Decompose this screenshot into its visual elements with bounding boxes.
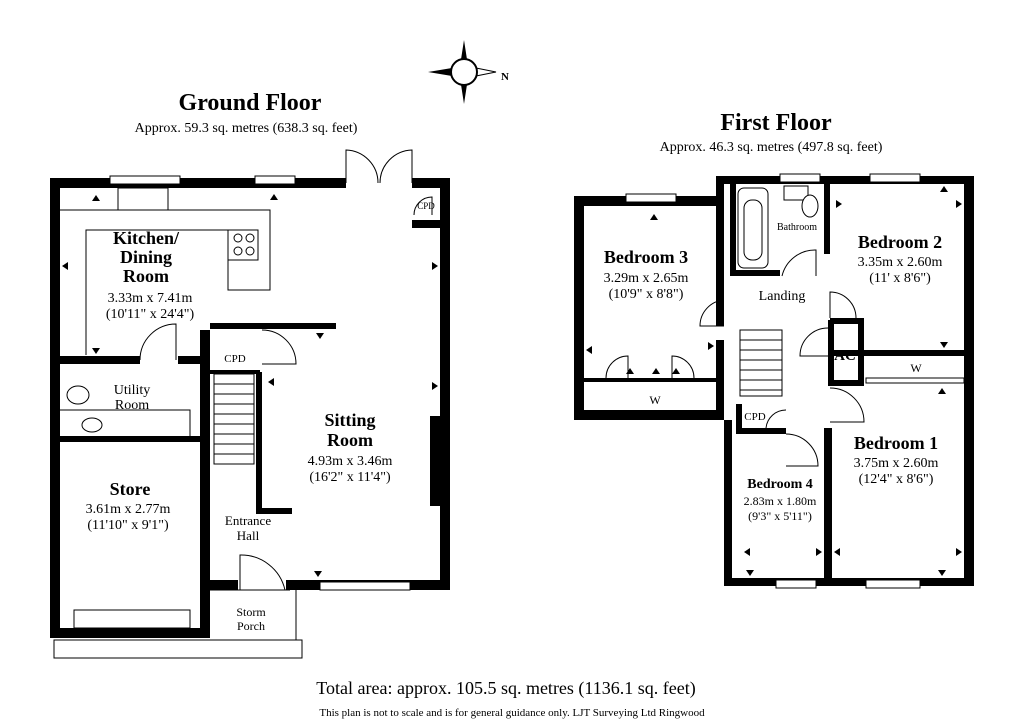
sitting-cupboard-label: CPD xyxy=(417,201,435,211)
storm-porch-label: Storm Porch xyxy=(236,605,266,633)
svg-text:(10'9" x 8'8"): (10'9" x 8'8") xyxy=(609,287,684,302)
bathroom-fixtures xyxy=(737,185,819,269)
svg-text:Hall: Hall xyxy=(237,528,260,543)
svg-text:3.35m x 2.60m: 3.35m x 2.60m xyxy=(858,255,943,270)
bedroom-4-label: Bedroom 4 2.83m x 1.80m (9'3" x 5'11") xyxy=(744,477,817,523)
bathroom-label: Bathroom xyxy=(777,222,817,233)
svg-text:Kitchen/: Kitchen/ xyxy=(113,228,180,248)
svg-text:Room: Room xyxy=(123,266,169,286)
bedroom-3-label: Bedroom 3 3.29m x 2.65m (10'9" x 8'8") xyxy=(604,247,689,302)
ground-floor-windows xyxy=(73,175,411,629)
ground-floor-area: Approx. 59.3 sq. metres (638.3 sq. feet) xyxy=(135,121,358,136)
svg-text:3.33m x 7.41m: 3.33m x 7.41m xyxy=(108,291,193,306)
toilet-icon xyxy=(66,385,90,405)
svg-text:(9'3" x 5'11"): (9'3" x 5'11") xyxy=(748,509,812,523)
bedroom-2-label: Bedroom 2 3.35m x 2.60m (11' x 8'6") xyxy=(858,232,943,286)
bedroom-1-wardrobe-label: W xyxy=(910,361,922,375)
sitting-room-label: Sitting Room 4.93m x 3.46m (16'2" x 11'4… xyxy=(308,410,393,485)
store-label: Store 3.61m x 2.77m (11'10" x 9'1") xyxy=(86,479,171,533)
svg-text:Storm: Storm xyxy=(236,605,266,619)
svg-text:Store: Store xyxy=(110,479,151,499)
basin-icon xyxy=(783,185,809,201)
bedroom-3-wardrobe-label: W xyxy=(649,393,661,407)
svg-text:(11' x 8'6"): (11' x 8'6") xyxy=(869,271,931,286)
svg-text:Porch: Porch xyxy=(237,619,265,633)
sink-icon xyxy=(117,187,169,211)
svg-text:(11'10" x 9'1"): (11'10" x 9'1") xyxy=(87,518,169,533)
kitchen-label: Kitchen/ Dining Room 3.33m x 7.41m (10'1… xyxy=(106,228,195,322)
svg-text:Bedroom 3: Bedroom 3 xyxy=(604,247,688,267)
first-floor-windows xyxy=(625,173,965,589)
first-stairs xyxy=(739,329,783,397)
svg-text:Utility: Utility xyxy=(114,383,151,398)
svg-text:3.29m x 2.65m: 3.29m x 2.65m xyxy=(604,271,689,286)
compass-north-label: N xyxy=(501,71,509,83)
svg-text:Bedroom 1: Bedroom 1 xyxy=(854,433,938,453)
hob-icon xyxy=(227,229,259,261)
toilet-icon xyxy=(801,194,819,218)
compass-rose-icon: N xyxy=(428,40,509,104)
svg-text:(16'2" x 11'4"): (16'2" x 11'4") xyxy=(309,470,391,485)
hall-cupboard-label: CPD xyxy=(224,353,245,365)
kitchen-worktop xyxy=(60,187,271,355)
svg-text:Entrance: Entrance xyxy=(225,513,271,528)
entrance-hall-label: Entrance Hall xyxy=(225,513,271,543)
first-floor-area: Approx. 46.3 sq. metres (497.8 sq. feet) xyxy=(660,140,883,155)
bedroom-1-label: Bedroom 1 3.75m x 2.60m (12'4" x 8'6") xyxy=(854,433,939,487)
svg-text:Dining: Dining xyxy=(120,247,172,267)
ground-stairs xyxy=(213,373,255,465)
first-doors xyxy=(605,249,865,467)
svg-text:Bedroom 2: Bedroom 2 xyxy=(858,232,942,252)
basin-icon xyxy=(81,417,103,433)
svg-text:(12'4" x 8'6"): (12'4" x 8'6") xyxy=(859,472,934,487)
svg-text:Bedroom 4: Bedroom 4 xyxy=(747,477,812,492)
first-arrows xyxy=(586,186,962,576)
first-floor-title: First Floor xyxy=(720,110,832,136)
airing-cupboard-label: AC xyxy=(834,348,856,364)
disclaimer: This plan is not to scale and is for gen… xyxy=(319,707,705,719)
ground-doors xyxy=(53,149,433,659)
svg-text:Room: Room xyxy=(327,430,373,450)
svg-text:4.93m x 3.46m: 4.93m x 3.46m xyxy=(308,454,393,469)
svg-text:(10'11" x 24'4"): (10'11" x 24'4") xyxy=(106,307,195,322)
utility-label: Utility Room xyxy=(114,383,151,413)
utility-fixtures xyxy=(60,385,191,436)
ground-arrows xyxy=(62,194,438,577)
ground-floor-title: Ground Floor xyxy=(179,90,322,116)
total-area: Total area: approx. 105.5 sq. metres (11… xyxy=(316,678,695,699)
svg-text:3.75m x 2.60m: 3.75m x 2.60m xyxy=(854,456,939,471)
landing-label: Landing xyxy=(759,289,806,304)
svg-text:Sitting: Sitting xyxy=(324,410,375,430)
svg-text:Room: Room xyxy=(115,398,149,413)
landing-cupboard-label: CPD xyxy=(744,411,765,423)
svg-text:3.61m x 2.77m: 3.61m x 2.77m xyxy=(86,502,171,517)
svg-text:2.83m x 1.80m: 2.83m x 1.80m xyxy=(744,494,817,508)
